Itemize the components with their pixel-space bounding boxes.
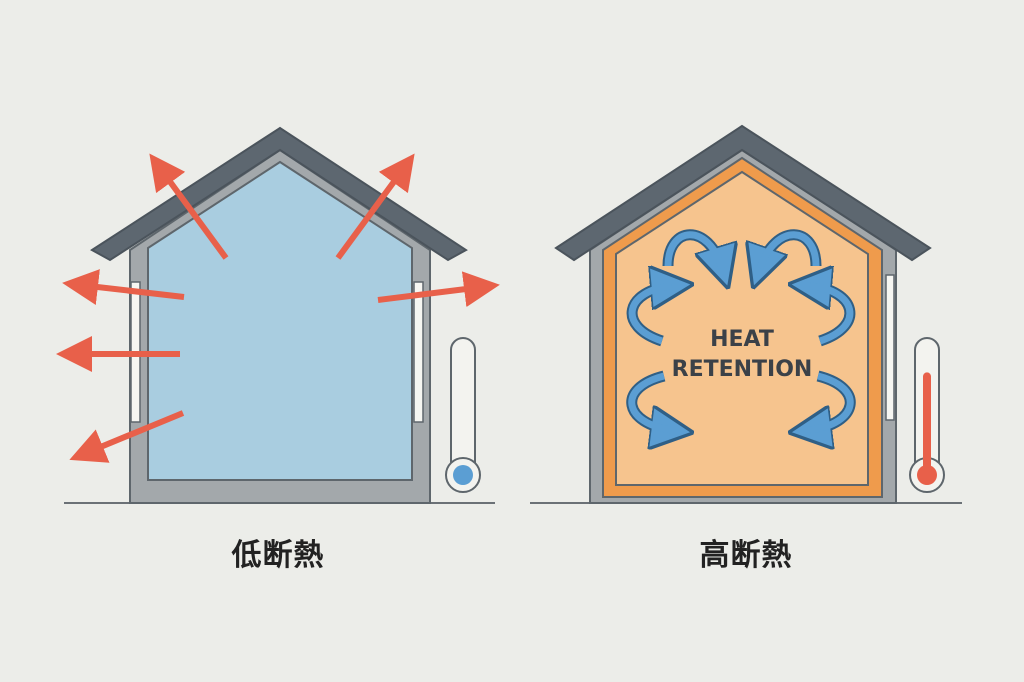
thermometer-icon [909,337,945,493]
heat-loss-arrow-icon [335,153,415,260]
circulation-arrow-icon [810,286,856,347]
thermometer-icon [445,337,481,493]
circulation-arrow-icon [662,229,722,268]
thermometer-bulb [453,465,473,485]
house-roof [554,124,932,262]
heat-retention-label-line2: RETENTION [672,357,813,382]
thermometer-level [923,372,931,470]
low-insulation-house [56,126,500,504]
window-right [885,274,895,421]
house-roof [90,126,468,262]
heat-retention-label-line1: HEAT [710,327,774,352]
heat-loss-arrow-icon [149,153,229,260]
thermometer-level [459,466,467,470]
circulation-arrows [626,229,856,430]
heat-loss-arrows [56,153,500,463]
thermometer-bulb [917,465,937,485]
high-insulation-caption: 高断熱 [699,538,793,573]
heat-loss-arrow-icon [377,271,500,308]
high-insulation-house: HEAT RETENTION [554,124,945,504]
window-right [413,281,424,423]
circulation-arrow-icon [626,286,672,347]
circulation-arrow-icon [810,370,856,430]
circulation-arrow-icon [760,229,822,268]
circulation-arrow-icon [626,370,672,430]
heat-loss-arrow-icon [69,410,185,463]
heat-loss-arrow-icon [62,269,185,305]
low-insulation-caption: 低断熱 [231,538,325,573]
